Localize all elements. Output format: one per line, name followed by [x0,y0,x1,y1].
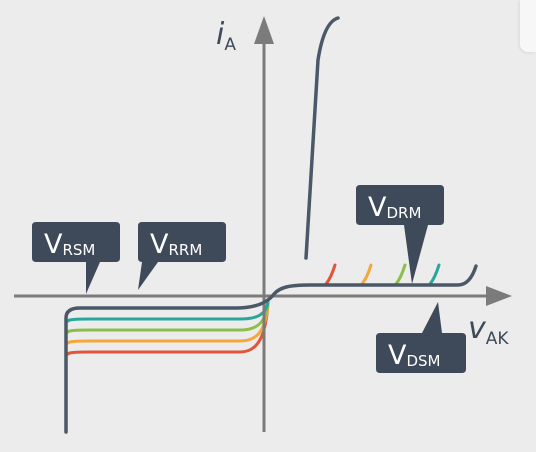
reverse-curve-teal [66,300,270,323]
svg-text:VDRM: VDRM [368,192,421,223]
on-state-curve [304,16,340,260]
x-axis-label: vAK [468,311,509,349]
svg-text:VRRM: VRRM [150,229,202,260]
reverse-curve-red [66,300,270,356]
breakover-tick-red [324,263,337,286]
main-characteristic-curve [64,264,478,434]
y-axis-arrow [254,16,274,44]
breakover-tick-orange [360,263,373,286]
breakover-tick-green [394,263,407,286]
y-axis-label: iA [216,17,236,55]
vrsm-callout: VRSM [32,222,120,294]
vrrm-callout: VRRM [138,222,226,290]
vdrm-callout: VDRM [356,185,444,284]
breakover-tick-teal [428,263,441,286]
corner-tab [520,0,536,52]
svg-text:VRSM: VRSM [44,229,95,260]
svg-text:VDSM: VDSM [388,340,441,371]
x-axis-arrow [486,286,512,306]
vdsm-callout: VDSM [376,302,466,373]
